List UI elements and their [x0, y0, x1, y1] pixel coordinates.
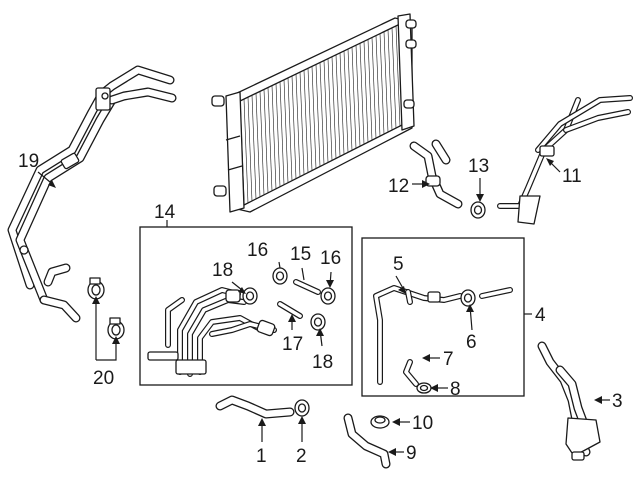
callout-18-lower: 18 — [312, 352, 333, 373]
callout-7: 7 — [443, 349, 454, 370]
part-13-clamp — [470, 201, 486, 219]
part-10-cap — [370, 415, 390, 429]
callout-3: 3 — [612, 391, 623, 412]
part-15-hose — [293, 279, 321, 295]
part-16-clamp-left — [272, 267, 288, 285]
part-5-hose — [479, 287, 513, 299]
callout-8: 8 — [450, 379, 461, 400]
callout-2: 2 — [296, 446, 307, 467]
callout-labels: 19 20 14 16 15 16 18 17 18 12 13 11 5 6 … — [18, 151, 623, 467]
callout-6: 6 — [466, 332, 477, 353]
group-14-box — [139, 226, 353, 386]
callout-18-upper: 18 — [212, 260, 233, 281]
radiator — [211, 13, 417, 213]
callout-16-right: 16 — [320, 248, 341, 269]
group-4-box — [361, 237, 525, 397]
callout-19: 19 — [18, 151, 39, 172]
part-14-pipe-group — [147, 287, 277, 377]
part-20-clamps — [87, 277, 125, 340]
part-1-hose — [215, 395, 295, 419]
leader-lines — [37, 158, 610, 456]
callout-9: 9 — [406, 443, 417, 464]
part-8-clamp — [416, 382, 432, 394]
part-7-hose — [403, 359, 419, 387]
callout-17: 17 — [282, 334, 303, 355]
part-12-hose — [409, 139, 463, 209]
callout-4: 4 — [535, 305, 546, 326]
part-18-clamp-lower — [310, 313, 326, 331]
callout-5: 5 — [393, 254, 404, 275]
part-16-clamp-right — [320, 287, 336, 305]
callout-13: 13 — [468, 156, 489, 177]
part-19-coolant-pipe — [7, 65, 177, 323]
callout-20: 20 — [93, 368, 114, 389]
part-11-pipe — [497, 95, 633, 225]
part-18-clamp-upper — [242, 287, 258, 305]
callout-12: 12 — [388, 176, 409, 197]
callout-14: 14 — [154, 202, 176, 223]
part-3-pipe — [537, 341, 601, 461]
part-9-hose — [343, 413, 391, 469]
callout-16-left: 16 — [247, 240, 268, 261]
part-17-hose — [277, 301, 303, 319]
callout-15: 15 — [290, 244, 311, 265]
callout-1: 1 — [256, 446, 267, 467]
callout-11: 11 — [562, 166, 582, 187]
part-6-clamp — [460, 289, 476, 307]
callout-10: 10 — [412, 413, 433, 434]
part-2-clamp — [294, 399, 310, 417]
part-5-pipe — [373, 285, 463, 385]
